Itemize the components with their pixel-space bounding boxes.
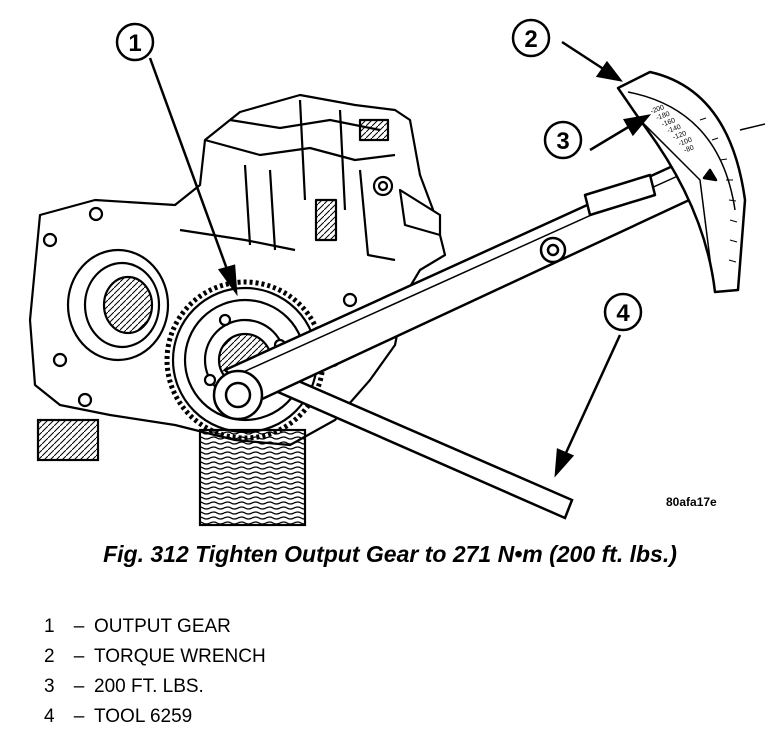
dial-scale-mark: -140	[666, 124, 682, 135]
legend-label: TOOL 6259	[94, 706, 193, 727]
legend-item: 2–TORQUE WRENCH	[44, 642, 266, 672]
legend-item: 1–OUTPUT GEAR	[44, 612, 266, 642]
dial-scale: -200 -180 -160 -140 -120 -100 -80	[650, 104, 695, 154]
dial-scale-mark: -200	[650, 104, 666, 115]
legend-dash: –	[73, 616, 85, 637]
callout-number: 1	[128, 30, 141, 57]
legend-label: TORQUE WRENCH	[94, 646, 266, 667]
figure-reference-code: 80afa17e	[666, 495, 717, 509]
housing-bore	[36, 206, 170, 462]
dial-scale-mark: -180	[655, 111, 671, 122]
callout-2: 2	[511, 18, 551, 58]
legend-dash: –	[73, 646, 85, 667]
callout-1: 1	[115, 22, 155, 62]
callout-number: 3	[556, 128, 569, 155]
legend-label: 200 FT. LBS.	[94, 676, 204, 697]
technical-illustration: -200 -180 -160 -140 -120 -100 -80 1 2 3 …	[28, 18, 766, 527]
dial-scale-mark: -100	[677, 137, 693, 148]
wooden-block	[198, 428, 307, 527]
legend-number: 3	[44, 676, 55, 697]
callout-legend: 1–OUTPUT GEAR 2–TORQUE WRENCH 3–200 FT. …	[44, 612, 266, 732]
legend-dash: –	[73, 706, 85, 727]
figure-caption: Fig. 312 Tighten Output Gear to 271 N•m …	[103, 541, 677, 567]
callout-4: 4	[603, 292, 643, 332]
torque-wrench	[212, 70, 766, 421]
dial-scale-mark: -160	[661, 117, 677, 128]
legend-item: 3–200 FT. LBS.	[44, 672, 266, 702]
dial-ticks	[699, 117, 738, 263]
callout-3: 3	[543, 120, 583, 160]
dial-scale-mark: -120	[672, 130, 688, 141]
legend-number: 1	[44, 616, 55, 637]
dial-scale-mark: -80	[683, 144, 695, 154]
legend-number: 4	[44, 706, 55, 727]
legend-label: OUTPUT GEAR	[94, 616, 231, 637]
legend-dash: –	[73, 676, 85, 697]
callout-leaders	[148, 40, 652, 478]
callout-number: 2	[524, 26, 537, 53]
legend-item: 4–TOOL 6259	[44, 702, 266, 732]
callout-number: 4	[616, 300, 630, 327]
legend-number: 2	[44, 646, 55, 667]
